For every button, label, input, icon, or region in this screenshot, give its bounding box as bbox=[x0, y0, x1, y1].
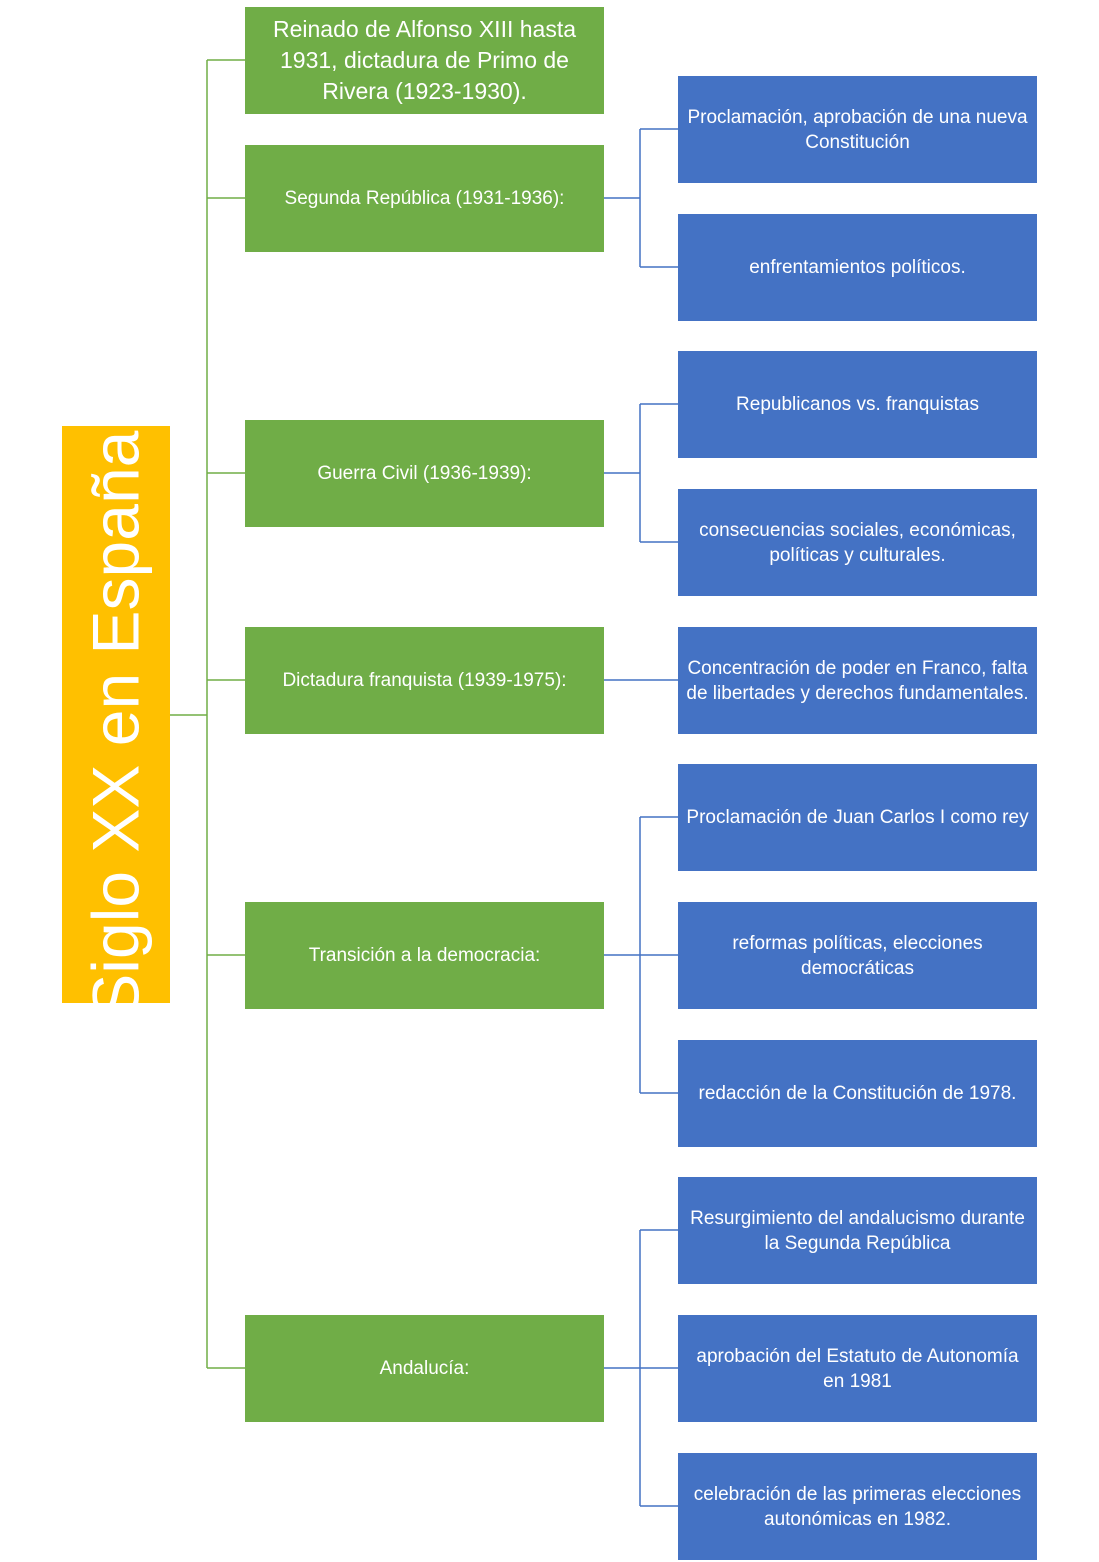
branch-transicion: Transición a la democracia: bbox=[245, 902, 604, 1009]
branch-alfonso-xiii: Reinado de Alfonso XIII hasta 1931, dict… bbox=[245, 7, 604, 114]
leaf-republicanos-franquistas: Republicanos vs. franquistas bbox=[678, 351, 1037, 458]
leaf-label: Resurgimiento del andalucismo durante la… bbox=[690, 1207, 1025, 1254]
branch-segunda-republica: Segunda República (1931-1936): bbox=[245, 145, 604, 252]
branch-label: Reinado de Alfonso XIII hasta 1931, dict… bbox=[272, 16, 577, 104]
root-label: Siglo XX en España: bbox=[79, 411, 154, 1018]
leaf-enfrentamientos: enfrentamientos políticos. bbox=[678, 214, 1037, 321]
leaf-label: enfrentamientos políticos. bbox=[749, 257, 966, 278]
leaf-label: celebración de las primeras elecciones a… bbox=[693, 1483, 1022, 1530]
leaf-elecciones-autonomicas: celebración de las primeras elecciones a… bbox=[678, 1453, 1037, 1560]
branch-label: Guerra Civil (1936-1939): bbox=[317, 463, 532, 484]
leaf-label: redacción de la Constitución de 1978. bbox=[698, 1083, 1017, 1104]
branch-label: Andalucía: bbox=[379, 1358, 470, 1379]
branch-dictadura-franquista: Dictadura franquista (1939-1975): bbox=[245, 627, 604, 734]
leaf-label: Concentración de poder en Franco, falta … bbox=[686, 657, 1029, 704]
leaf-label: consecuencias sociales, económicas, polí… bbox=[699, 519, 1016, 566]
branch-label: Segunda República (1931-1936): bbox=[284, 188, 565, 209]
leaf-concentracion-poder: Concentración de poder en Franco, falta … bbox=[678, 627, 1037, 734]
branch-guerra-civil: Guerra Civil (1936-1939): bbox=[245, 420, 604, 527]
leaf-juan-carlos: Proclamación de Juan Carlos I como rey bbox=[678, 764, 1037, 871]
leaf-label: reformas políticas, elecciones democráti… bbox=[732, 932, 983, 979]
leaf-label: Republicanos vs. franquistas bbox=[736, 394, 979, 415]
leaf-label: Proclamación, aprobación de una nueva Co… bbox=[687, 106, 1028, 153]
branch-label: Transición a la democracia: bbox=[308, 945, 541, 966]
leaf-consecuencias: consecuencias sociales, económicas, polí… bbox=[678, 489, 1037, 596]
branch-label: Dictadura franquista (1939-1975): bbox=[282, 670, 567, 691]
leaf-andalucismo: Resurgimiento del andalucismo durante la… bbox=[678, 1177, 1037, 1284]
leaf-label: Proclamación de Juan Carlos I como rey bbox=[686, 807, 1029, 828]
root-node: Siglo XX en España: bbox=[62, 412, 170, 1017]
leaf-label: aprobación del Estatuto de Autonomía en … bbox=[696, 1345, 1019, 1392]
leaf-estatuto-autonomia: aprobación del Estatuto de Autonomía en … bbox=[678, 1315, 1037, 1422]
leaf-reformas-politicas: reformas políticas, elecciones democráti… bbox=[678, 902, 1037, 1009]
leaf-proclamacion-constitucion: Proclamación, aprobación de una nueva Co… bbox=[678, 76, 1037, 183]
leaf-constitucion-1978: redacción de la Constitución de 1978. bbox=[678, 1040, 1037, 1147]
branch-andalucia: Andalucía: bbox=[245, 1315, 604, 1422]
